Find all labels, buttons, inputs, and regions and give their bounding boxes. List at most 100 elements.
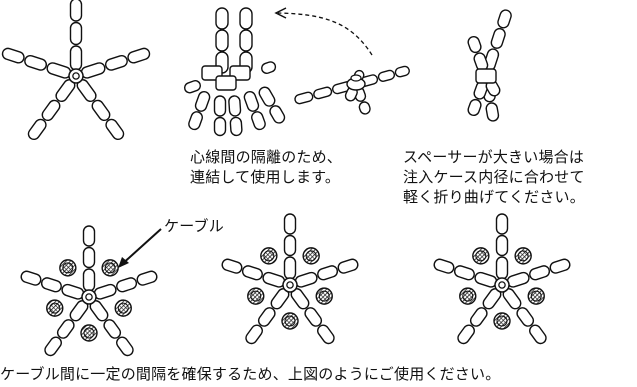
arm-segment [251,111,266,131]
stack-segment [239,29,253,52]
spacer-arm [20,270,85,300]
arm-segment [136,270,158,286]
spacer-arm [188,90,211,131]
arm-segment [213,95,227,117]
arm-segment [377,69,396,82]
arm-segment [213,116,227,137]
spacer-arm [502,288,547,345]
cable-core [475,250,487,262]
spacer-hub-center [72,72,80,80]
stack-hub [215,75,237,91]
cable-core [250,290,262,302]
spacer-hub-top [350,74,362,82]
spacer-arm [93,270,158,300]
connect-arrow [277,12,373,56]
cable-core [49,302,61,314]
connect-arrowhead [274,7,287,19]
arm-segment [495,213,509,235]
arm-segment [46,62,72,79]
arm-segment [116,336,134,357]
spacer-arm [467,80,489,117]
stack-segment [215,7,229,30]
spacer-flat-1 [1,0,151,141]
cable-core [305,250,317,262]
arm-segment [56,319,75,339]
arm-segment [529,265,551,281]
arm-segment [24,54,48,71]
arm-segment [337,258,359,274]
arm-segment [1,47,25,64]
spacer-hub [475,68,497,84]
spacer-arm [82,225,96,292]
arm-segment [394,65,410,78]
spacer-arm [260,61,277,74]
cable-core [284,315,296,327]
spacer-arm [294,258,359,288]
arm-segment [433,258,455,274]
arm-segment [20,270,42,286]
arm-segment [243,90,260,112]
spacer-arm [243,90,266,131]
arm-segment [260,61,277,74]
arm-segment [469,307,488,327]
cable-core [83,327,95,339]
arm-segment [69,21,83,46]
spacer-arm [495,213,509,280]
spacer-arm [76,79,125,141]
arm-segment [485,102,500,122]
cable-pointer-head [118,257,129,268]
cable-core [517,250,529,262]
arm-segment [283,213,297,235]
arm-segment [103,319,122,339]
spacer-arm [183,80,202,94]
spacer-arm [1,47,72,79]
arm-segment [44,336,62,357]
spacer-arm [294,80,353,105]
caption-separation-line-2: 連結して使用します。 [190,168,341,186]
cable-pointer-line [119,228,162,267]
arm-segment [229,116,243,137]
spacer-arm [245,288,290,345]
arm-segment [221,258,243,274]
spacer-arm [506,258,571,288]
arm-segment [258,86,276,107]
arm-segment [69,45,83,71]
spacer-arm [467,35,489,72]
cable-core [318,290,330,302]
arm-segment [245,324,263,345]
arm-segment [516,307,535,327]
spacer-arm [258,86,286,124]
cable-core [462,290,474,302]
spacer-arm [221,258,286,288]
arm-segment [241,265,263,281]
arm-segment [490,27,506,49]
arm-segment [82,246,96,269]
caption-bend-line-2: 注入ケース内径に合わせて [403,168,585,186]
arm-segment [27,118,47,141]
arm-segment [183,80,202,94]
cable-core [530,290,542,302]
caption-bottom: ケーブル間に一定の間隔を確保するため、上図のようにご使用ください。 [0,365,501,383]
stack-segment [215,29,229,52]
arm-segment [40,277,62,293]
arm-segment [457,324,475,345]
arm-segment [294,91,314,105]
arm-segment [228,95,242,117]
arm-segment [82,225,96,247]
arm-segment [105,118,125,141]
arm-segment [317,324,335,345]
spacer-arm [69,0,83,71]
spacer-with-cables-2 [221,213,359,345]
caption-bend: スペーサーが大きい場合は 注入ケース内径に合わせて 軽く折り曲げてください。 [403,147,585,207]
cable-core [104,262,116,274]
arm-segment [283,234,297,257]
spacer-hub-center [286,281,294,289]
caption-separation: 心線間の隔離のため、 連結して使用します。 [190,147,342,187]
arm-segment [188,111,203,131]
arm-segment [497,9,512,29]
caption-separation-line-1: 心線間の隔離のため、 [190,148,343,166]
arm-segment [257,307,276,327]
arm-segment [467,35,482,54]
spacer-hub-center [85,293,93,301]
caption-bend-line-1: スペーサーが大きい場合は [403,148,585,166]
